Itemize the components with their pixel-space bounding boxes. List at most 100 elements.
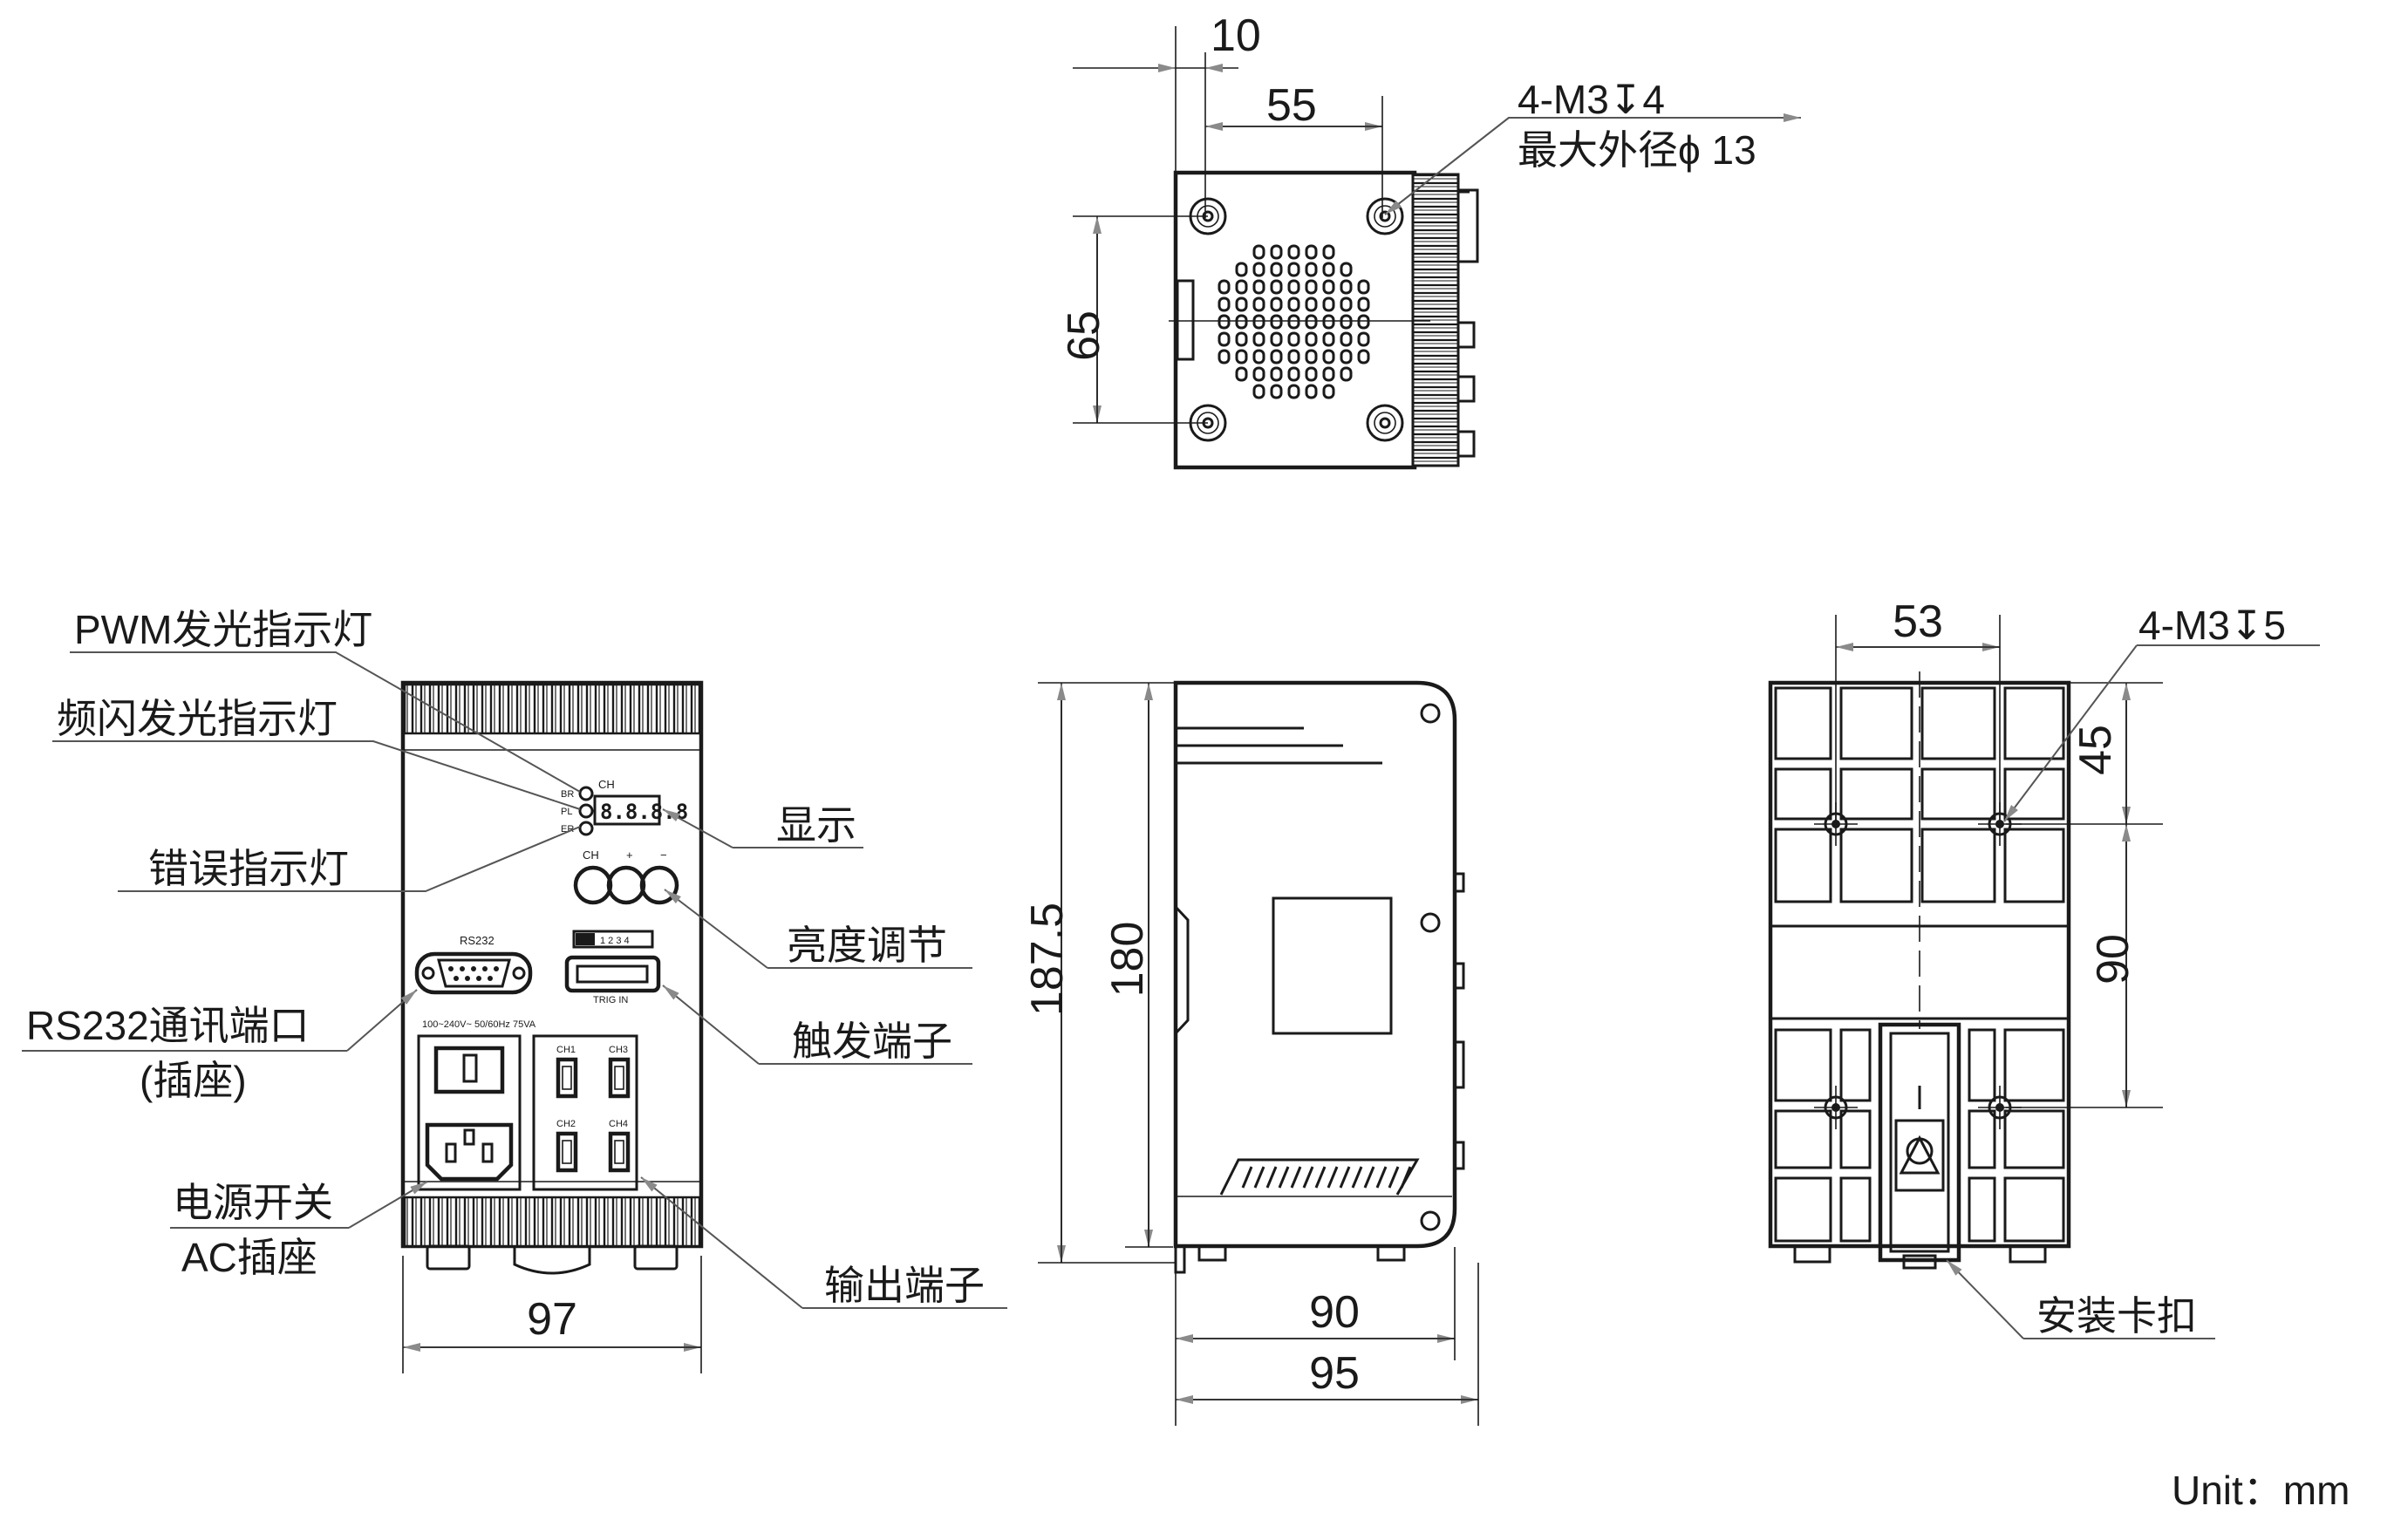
mount-hole	[1366, 197, 1404, 235]
vent-slot	[1357, 296, 1370, 312]
vent-slot	[1287, 279, 1300, 295]
power-switch[interactable]	[433, 1046, 505, 1094]
back-grid-cell	[1774, 1176, 1832, 1243]
output-channel-label: CH2	[556, 1119, 576, 1129]
output-channel-label: CH4	[609, 1119, 628, 1129]
led-br	[578, 786, 594, 801]
vent-slot	[1235, 314, 1248, 330]
vent-slot	[1340, 296, 1353, 312]
label-plus: +	[626, 848, 633, 862]
front-bottom-fins	[403, 1196, 701, 1248]
db9-pin	[471, 966, 476, 971]
vent-slot	[1252, 296, 1265, 312]
db9-pin	[465, 976, 470, 981]
plus-button[interactable]	[606, 865, 646, 905]
back-grid-cell	[1968, 1176, 1996, 1243]
vent-slot	[1340, 349, 1353, 365]
clip-label: 安装卡扣	[2036, 1293, 2197, 1339]
dim-90-side: 90	[1309, 1287, 1360, 1338]
side-slot	[1302, 1166, 1314, 1189]
back-grid-cell	[1839, 1176, 1872, 1243]
vent-slot	[1235, 331, 1248, 347]
top-hole-note-1: 4-M3↧4	[1518, 77, 1665, 122]
side-slot	[1339, 1166, 1351, 1189]
dim-180: 180	[1102, 922, 1153, 998]
side-slot	[1253, 1166, 1265, 1189]
vent-slot	[1357, 349, 1370, 365]
label-trig-in: TRIG IN	[593, 995, 628, 1005]
vent-slot	[1235, 279, 1248, 295]
output-connector	[608, 1057, 631, 1099]
back-grid-cell	[1839, 686, 1913, 760]
vent-slot	[1287, 296, 1300, 312]
minus-button[interactable]	[639, 865, 679, 905]
output-channel-label: CH3	[609, 1045, 628, 1055]
vent-slot	[1270, 244, 1283, 260]
back-view: 53 45 90 4-M3↧5 安装卡扣	[1768, 596, 2320, 1339]
callout-power-1: 电源开关	[173, 1180, 333, 1225]
dim-95: 95	[1309, 1348, 1360, 1399]
side-slot	[1314, 1166, 1327, 1189]
side-slot	[1388, 1166, 1400, 1189]
back-grid-cell	[1968, 1109, 1996, 1169]
db9-pin	[476, 976, 481, 981]
vent-slot	[1270, 384, 1283, 399]
db9-pin	[454, 976, 459, 981]
side-label-area	[1272, 896, 1393, 1035]
back-grid-cell	[1839, 767, 1913, 821]
vent-slot	[1235, 366, 1248, 382]
side-slot	[1265, 1166, 1278, 1189]
vent-slot	[1235, 349, 1248, 365]
vent-slot	[1305, 384, 1318, 399]
side-slot	[1375, 1166, 1388, 1189]
side-slot	[1327, 1166, 1339, 1189]
label-rs232: RS232	[460, 934, 495, 947]
dim-55: 55	[1266, 80, 1317, 131]
vent-slot	[1340, 366, 1353, 382]
db9-pin	[448, 966, 454, 971]
db9-pin	[482, 966, 488, 971]
vent-slot	[1322, 331, 1335, 347]
vent-slot	[1305, 262, 1318, 277]
led-er	[578, 821, 594, 836]
vent-slot	[1305, 244, 1318, 260]
led-pl	[578, 803, 594, 819]
ch-button[interactable]	[573, 865, 613, 905]
callout-output: 输出端子	[824, 1263, 985, 1308]
label-minus: −	[660, 848, 667, 862]
vent-slot	[1287, 349, 1300, 365]
back-grid-cell	[2003, 1109, 2065, 1169]
vent-slot	[1322, 384, 1335, 399]
label-er: ER	[561, 824, 574, 835]
vent-slot	[1357, 279, 1370, 295]
output-connector	[608, 1131, 631, 1173]
vent-slot	[1287, 331, 1300, 347]
vent-slot	[1305, 366, 1318, 382]
top-hole-note-2: 最大外径ϕ 13	[1518, 127, 1756, 173]
output-channel-label: CH1	[556, 1045, 576, 1055]
units-label: Unit：mm	[2172, 1468, 2350, 1513]
vent-slot	[1340, 314, 1353, 330]
label-ch-top: CH	[598, 778, 615, 791]
back-grid-cell	[1774, 767, 1832, 821]
label-br: BR	[561, 789, 574, 800]
side-slot	[1290, 1166, 1302, 1189]
top-mount-holes	[1189, 197, 1404, 442]
vent-slot	[1270, 279, 1283, 295]
side-slot	[1363, 1166, 1375, 1189]
dim-65: 65	[1059, 310, 1109, 361]
vent-slot	[1252, 262, 1265, 277]
db9-pin	[460, 966, 465, 971]
vent-slot	[1218, 279, 1231, 295]
dim-90-back: 90	[2088, 934, 2138, 985]
back-grid-cell	[1774, 686, 1832, 760]
side-slot	[1351, 1166, 1363, 1189]
vent-slot	[1357, 331, 1370, 347]
mount-hole	[1366, 404, 1404, 442]
side-slot	[1278, 1166, 1290, 1189]
label-pl: PL	[561, 807, 572, 817]
vent-slot	[1322, 314, 1335, 330]
back-grid-cell	[1968, 1028, 1996, 1102]
output-connector-inner	[614, 1066, 624, 1090]
